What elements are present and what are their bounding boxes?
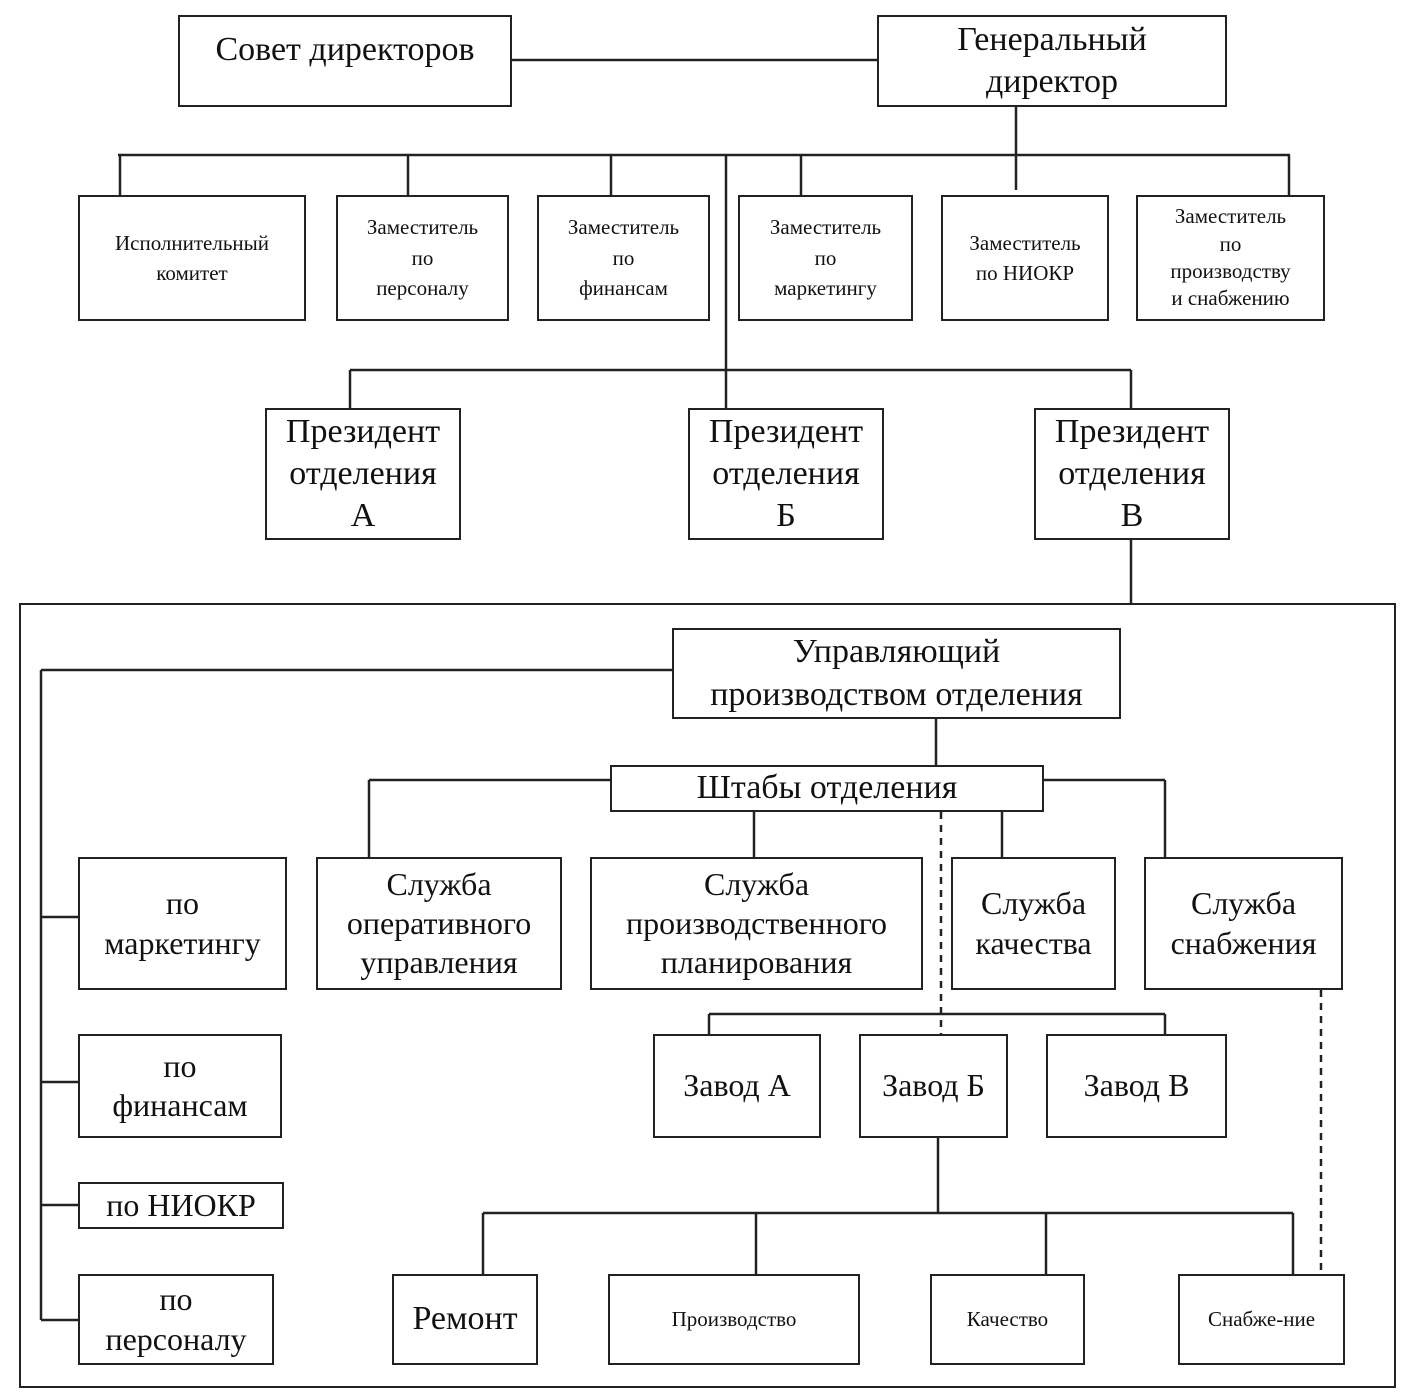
quality-service-label: Служба качества: [975, 885, 1092, 961]
deputy-rnd-box: Заместитель по НИОКР: [941, 195, 1109, 321]
ceo-label: Генеральный директор: [957, 20, 1147, 100]
planning-service-box: Служба производственного планирования: [590, 857, 923, 990]
unit-rnd-label: по НИОКР: [106, 1186, 256, 1223]
dept-quality-box: Качество: [930, 1274, 1085, 1365]
plant-a-box: Завод А: [653, 1034, 821, 1138]
dept-quality-label: Качество: [966, 1307, 1049, 1332]
board-of-directors-box: Совет директоров: [178, 15, 512, 107]
unit-marketing-label: по маркетингу: [104, 885, 261, 961]
president-division-b-box: Президент отделения Б: [688, 408, 884, 540]
deputy-finance-box: Заместитель по финансам: [537, 195, 710, 321]
deputy-marketing-label: Заместитель по маркетингу: [769, 215, 882, 301]
unit-finance-label: по финансам: [112, 1047, 248, 1123]
plant-b-label: Завод Б: [882, 1067, 985, 1104]
plant-b-box: Завод Б: [859, 1034, 1008, 1138]
deputy-production-supply-box: Заместитель по производству и снабжению: [1136, 195, 1325, 321]
unit-personnel-label: по персоналу: [105, 1281, 247, 1357]
deputy-rnd-label: Заместитель по НИОКР: [969, 230, 1081, 285]
division-staff-label: Штабы отделения: [696, 769, 958, 807]
president-division-b-label: Президент отделения Б: [708, 412, 864, 535]
dept-supply-label: Снабже-ние: [1207, 1307, 1316, 1332]
unit-marketing-box: по маркетингу: [78, 857, 287, 990]
unit-finance-box: по финансам: [78, 1034, 282, 1138]
executive-committee-box: Исполнительный комитет: [78, 195, 306, 321]
deputy-personnel-box: Заместитель по персоналу: [336, 195, 509, 321]
president-division-a-label: Президент отделения А: [285, 412, 441, 535]
unit-personnel-box: по персоналу: [78, 1274, 274, 1365]
plant-a-label: Завод А: [683, 1067, 791, 1104]
deputy-finance-label: Заместитель по финансам: [567, 215, 680, 301]
operations-service-box: Служба оперативного управления: [316, 857, 562, 990]
operations-service-label: Служба оперативного управления: [346, 865, 532, 981]
deputy-marketing-box: Заместитель по маркетингу: [738, 195, 913, 321]
quality-service-box: Служба качества: [951, 857, 1116, 990]
production-manager-label: Управляющий производством отделения: [710, 633, 1083, 713]
dept-supply-box: Снабже-ние: [1178, 1274, 1345, 1365]
deputy-production-supply-label: Заместитель по производству и снабжению: [1170, 204, 1291, 311]
president-division-v-label: Президент отделения В: [1054, 412, 1210, 535]
dept-repair-label: Ремонт: [412, 1300, 518, 1338]
production-manager-box: Управляющий производством отделения: [672, 628, 1121, 719]
unit-rnd-box: по НИОКР: [78, 1182, 284, 1229]
board-of-directors-label: Совет директоров: [215, 30, 475, 68]
dept-production-box: Производство: [608, 1274, 860, 1365]
president-division-v-box: Президент отделения В: [1034, 408, 1230, 540]
plant-v-label: Завод В: [1083, 1067, 1190, 1104]
planning-service-label: Служба производственного планирования: [625, 865, 888, 981]
supply-service-label: Служба снабжения: [1170, 885, 1317, 961]
division-frame: [19, 603, 1396, 1388]
executive-committee-label: Исполнительный комитет: [114, 230, 270, 285]
plant-v-box: Завод В: [1046, 1034, 1227, 1138]
president-division-a-box: Президент отделения А: [265, 408, 461, 540]
supply-service-box: Служба снабжения: [1144, 857, 1343, 990]
division-staff-box: Штабы отделения: [610, 765, 1044, 812]
ceo-box: Генеральный директор: [877, 15, 1227, 107]
dept-repair-box: Ремонт: [392, 1274, 538, 1365]
dept-production-label: Производство: [671, 1307, 797, 1332]
deputy-personnel-label: Заместитель по персоналу: [366, 215, 479, 301]
